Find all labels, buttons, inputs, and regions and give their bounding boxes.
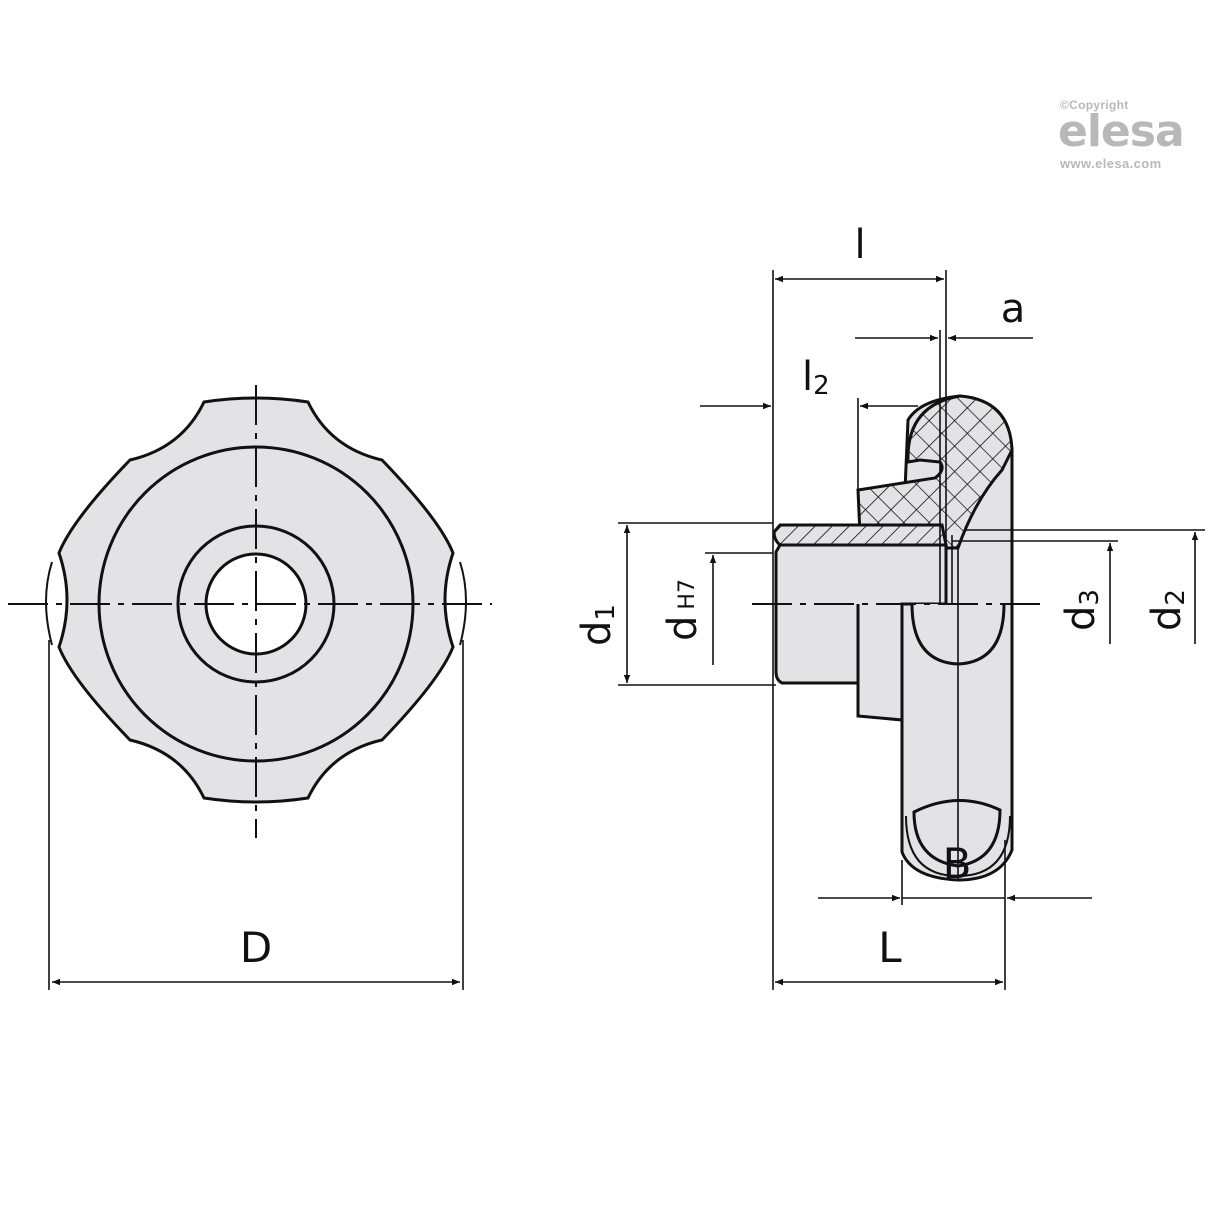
copyright-text: ©Copyright (1060, 98, 1129, 112)
section-dimensions (618, 270, 1205, 990)
label-l: l (854, 222, 865, 268)
label-l2: l2 (802, 354, 830, 401)
rim-section (856, 394, 1014, 550)
label-d3: d3 (1058, 589, 1105, 631)
label-a: a (1001, 286, 1026, 332)
label-B: B (943, 839, 972, 888)
section-view (772, 394, 1014, 882)
elesa-watermark: ©Copyright elesa www.elesa.com (1058, 98, 1210, 171)
label-dH7: dH7 (660, 579, 706, 641)
dimension-D (48, 640, 464, 990)
label-d1: d1 (574, 604, 621, 646)
label-L: L (878, 923, 902, 972)
label-d2: d2 (1144, 589, 1191, 631)
front-centerlines (8, 385, 492, 838)
brand-logo: elesa (1058, 106, 1185, 157)
website-url: www.elesa.com (1060, 156, 1162, 171)
hub-body (774, 543, 948, 722)
metal-bushing (772, 523, 948, 547)
label-D: D (240, 923, 272, 972)
